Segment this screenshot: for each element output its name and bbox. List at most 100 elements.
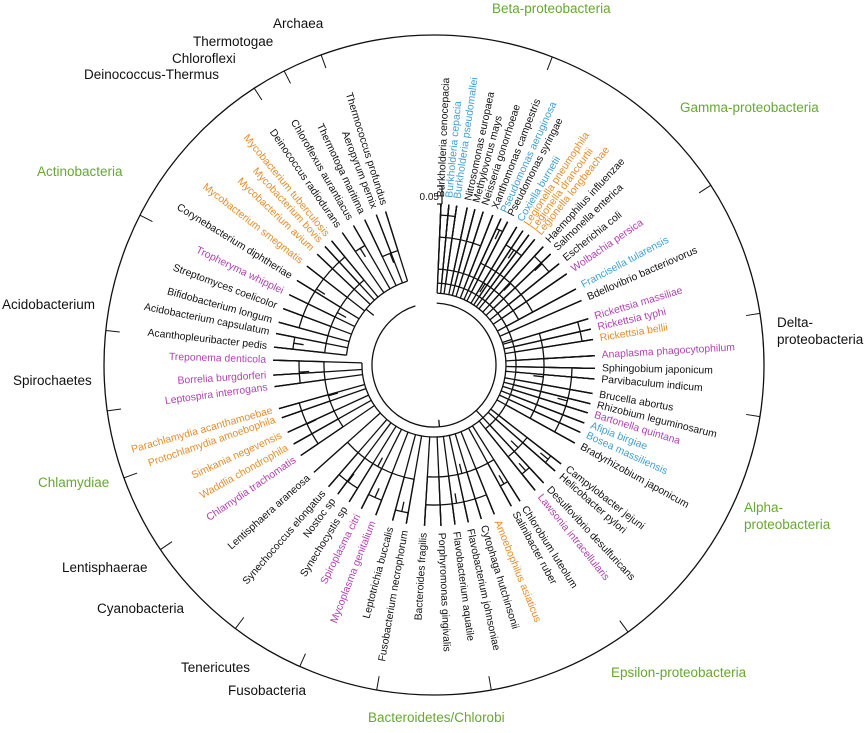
branch-segment — [499, 299, 582, 337]
branch-segment — [273, 368, 363, 376]
branch-segment — [489, 263, 560, 321]
group-label: Archaea — [273, 16, 324, 31]
branch-segment — [468, 427, 512, 507]
group-label: Chlamydiae — [38, 475, 109, 490]
taxon-label: Bacteroides fragilis — [414, 532, 430, 620]
ring-tick — [105, 330, 120, 333]
branch-segment — [502, 338, 513, 344]
branch-segment — [442, 436, 456, 525]
branch-segment — [503, 381, 591, 405]
branch-segment — [293, 399, 372, 445]
branch-segment — [460, 431, 495, 515]
branch-segment — [348, 425, 397, 503]
branch-segment — [443, 205, 458, 294]
branch-segment — [505, 365, 596, 370]
branch-segment — [498, 474, 505, 485]
branch-segment — [539, 452, 549, 460]
group-label: Alpha-proteobacteria — [744, 500, 831, 532]
group-label: Acidobacterium — [2, 297, 95, 312]
group-label: Thermotogae — [193, 34, 273, 49]
branch-segment — [275, 332, 348, 349]
ring-tick — [253, 87, 263, 101]
branch-segment — [475, 409, 484, 419]
ring-tick — [235, 617, 245, 629]
branch-segment — [499, 394, 581, 433]
branch-segment — [436, 204, 442, 294]
branch-segment — [479, 283, 486, 293]
ring-tick — [320, 54, 327, 69]
group-label: Tenericutes — [181, 660, 250, 675]
branch-segment — [510, 440, 519, 449]
branch-segment — [492, 273, 568, 325]
ring-tick — [746, 312, 761, 317]
branch-segment — [359, 248, 367, 258]
branch-segment — [300, 404, 375, 457]
branch-segment — [463, 218, 502, 300]
branch-segment — [341, 232, 385, 294]
branch-segment — [401, 501, 405, 512]
branch-arc — [361, 292, 507, 438]
branch-segment — [352, 225, 391, 290]
branch-segment — [504, 377, 593, 395]
branch-segment — [375, 431, 409, 516]
branch-segment — [296, 279, 360, 320]
branch-segment — [328, 418, 388, 488]
group-label: Spirochaetes — [13, 373, 92, 388]
branch-segment — [458, 463, 463, 474]
branch-segment — [497, 288, 577, 332]
ring-tick — [746, 413, 761, 418]
branch-segment — [454, 493, 458, 504]
branch-segment — [471, 425, 521, 502]
branch-segment — [502, 385, 588, 414]
branch-segment — [288, 294, 356, 328]
ring-tick — [488, 676, 492, 691]
branch-segment — [316, 253, 371, 305]
taxon-label: Parvibaculum indicum — [601, 374, 703, 394]
group-label: Cyanobacteria — [97, 601, 185, 616]
group-label: Actinobacteria — [37, 164, 123, 179]
branch-segment — [306, 265, 365, 312]
branch-segment — [487, 411, 556, 472]
taxon-label: Anaplasma phagocytophilum — [601, 342, 735, 361]
ring-tick — [107, 408, 122, 412]
branch-segment — [518, 462, 527, 472]
branch-segment — [534, 263, 543, 272]
branch-segment — [313, 412, 381, 473]
branch-segment — [475, 234, 530, 308]
group-label: Fusobacteria — [228, 683, 307, 698]
branch-segment — [273, 346, 347, 356]
ring-tick — [123, 472, 138, 479]
branch-segment — [440, 204, 450, 294]
branch-segment — [365, 308, 375, 316]
branch-segment — [377, 457, 384, 467]
branch-arc — [324, 279, 365, 353]
branch-segment — [478, 420, 536, 491]
branch-segment — [364, 219, 397, 286]
branch-segment — [454, 433, 482, 520]
ring-tick — [299, 653, 306, 667]
group-label: Delta-proteobacteria — [777, 315, 864, 347]
taxon-label: Treponema denticola — [169, 352, 267, 366]
branch-segment — [496, 399, 576, 444]
branch-segment — [485, 253, 552, 316]
branch-segment — [324, 246, 375, 301]
branch-segment — [448, 207, 468, 295]
branch-segment — [331, 240, 379, 298]
branch-segment — [459, 214, 494, 299]
group-label: Lentisphaerae — [62, 560, 148, 575]
branch-arc — [371, 302, 497, 428]
branch-segment — [278, 321, 350, 343]
branch-segment — [375, 214, 404, 284]
group-label: Beta-proteobacteria — [492, 1, 611, 16]
branch-segment — [500, 390, 585, 424]
branch-segment — [504, 338, 594, 355]
branch-segment — [384, 211, 409, 282]
branch-segment — [316, 288, 326, 295]
branch-segment — [455, 211, 484, 297]
taxon-label: Burkholderia cenocepacia — [436, 77, 452, 197]
branch-segment — [278, 383, 365, 410]
group-label: Bacteroidetes/Chlorobi — [368, 710, 505, 725]
branch-segment — [336, 312, 347, 318]
